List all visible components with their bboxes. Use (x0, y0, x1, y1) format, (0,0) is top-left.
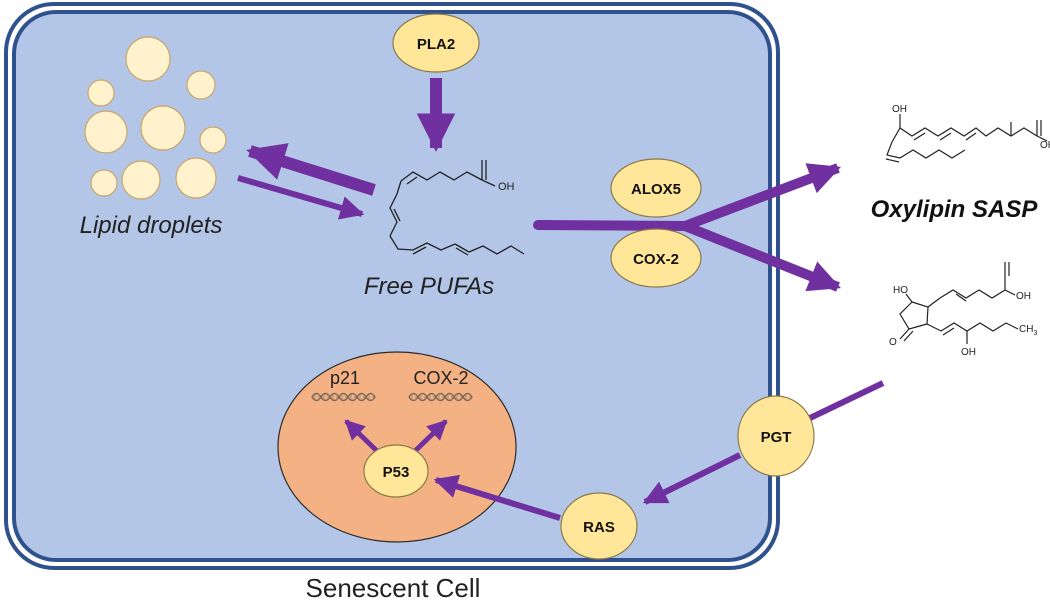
ras-protein (560, 492, 638, 560)
lipid-droplet (87, 79, 115, 107)
lipid-droplets-cluster (84, 36, 227, 200)
hete-structure (885, 114, 1048, 163)
ras-label: RAS (583, 519, 615, 536)
prostaglandin-structure (899, 262, 1019, 344)
arrow-p53-to-p21 (344, 419, 380, 454)
lipid-droplet (125, 36, 171, 82)
pg-oh-bottom: OH (961, 347, 976, 358)
lipid-droplet (84, 110, 128, 154)
pla2-label: PLA2 (417, 36, 455, 53)
arrow-to-prostaglandin (683, 221, 841, 292)
arrow-ras-to-p53 (433, 474, 561, 521)
lipid-droplets-label: Lipid droplets (80, 212, 223, 239)
alox5-enzyme (610, 158, 702, 218)
cox2-label: COX-2 (633, 251, 679, 268)
free-pufas-label: Free PUFAs (364, 273, 494, 300)
arrow-droplets-to-pufa (237, 175, 365, 220)
hete-oh-right: OH (1040, 140, 1050, 151)
lipid-droplet (186, 70, 216, 100)
p53-protein (363, 444, 429, 498)
lipid-droplet (121, 160, 161, 200)
lipid-droplet (199, 126, 227, 154)
p53-label: P53 (383, 464, 410, 481)
pg-oh-acid: OH (1016, 291, 1031, 302)
cell-label: Senescent Cell (306, 573, 481, 603)
pla2-enzyme (392, 13, 480, 73)
pufa-oh-label: OH (498, 181, 515, 193)
arrow-p53-to-cox2 (412, 419, 448, 454)
lipid-droplet (175, 157, 217, 199)
pgt-transporter (737, 395, 815, 477)
arrow-to-hete (683, 163, 841, 231)
pufa-structure (389, 160, 525, 256)
lipid-droplet (140, 105, 186, 151)
pg-ho: HO (893, 285, 908, 296)
pg-o: O (889, 337, 897, 348)
pg-ch3: CH3 (1019, 324, 1037, 337)
arrow-pufa-to-droplets (246, 143, 376, 196)
oxylipin-sasp-label: Oxylipin SASP (871, 196, 1039, 223)
cox2-enzyme (610, 228, 702, 288)
gene-cox2-label: COX-2 (413, 368, 468, 388)
gene-p21-label: p21 (330, 368, 360, 388)
alox5-label: ALOX5 (631, 181, 681, 198)
arrow-to-pgt (808, 380, 885, 421)
pgt-label: PGT (761, 429, 792, 446)
hete-oh-top: OH (892, 104, 907, 115)
lipid-droplet (90, 169, 118, 197)
arrow-pgt-to-ras (642, 452, 742, 505)
cell-membrane-outer (4, 2, 780, 570)
arrow-pufa-trunk (533, 220, 693, 231)
